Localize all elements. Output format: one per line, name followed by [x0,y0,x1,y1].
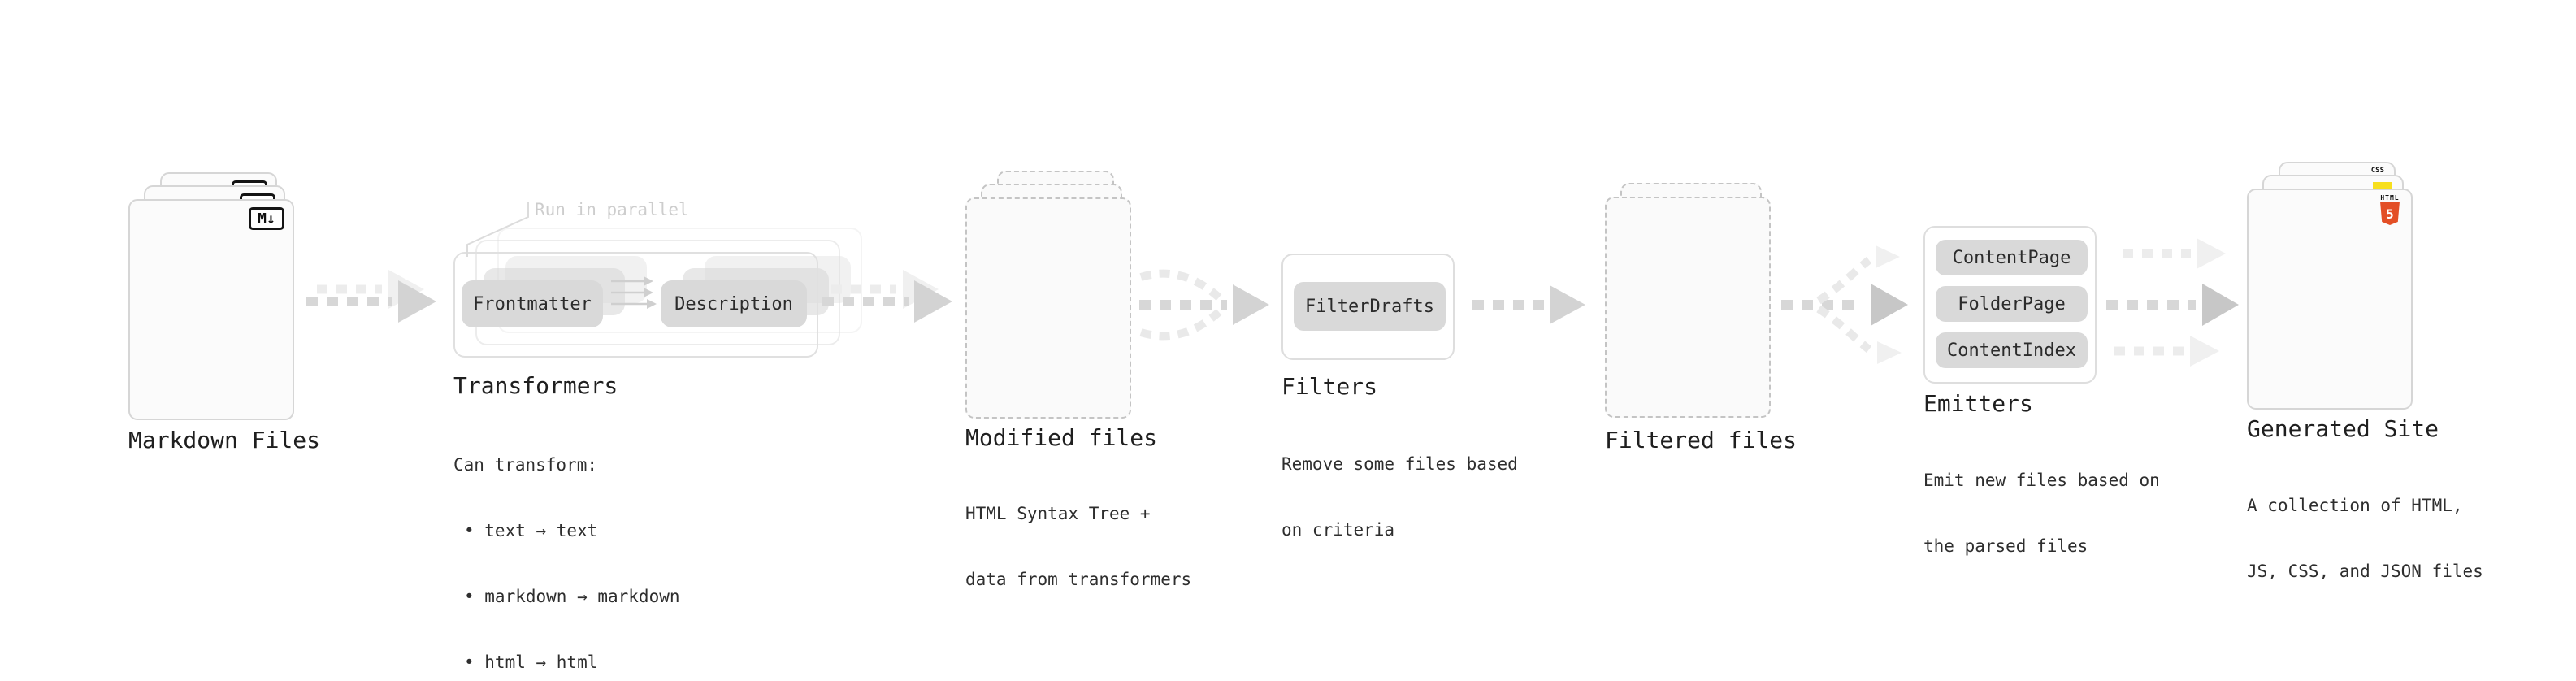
transformers-group: Frontmatter Description [453,228,868,366]
subtitle-line: the parsed files [1923,536,2088,556]
generated-site-stack: CSS HTML 5 [2247,162,2413,410]
transformer-pill-frontmatter: Frontmatter [462,280,603,327]
stage-subtitle-transformers: Can transform: • text → text • markdown … [453,410,680,681]
subtitle-line: Can transform: [453,455,598,475]
modified-file-stack [965,171,1131,419]
arrow-modified-to-filters [1139,269,1269,340]
transformer-pill-description: Description [661,280,807,327]
file-card: HTML 5 [2247,189,2413,410]
filtered-file-stack [1605,183,1771,418]
subtitle-line: • text → text [464,521,598,540]
html5-icon-title: HTML [2380,194,2400,202]
stage-title-emitters: Emitters [1923,390,2033,417]
svg-text:5: 5 [2386,206,2394,222]
arrow-filters-to-filtered [1472,285,1585,324]
filter-pill-filterdrafts: FilterDrafts [1294,282,1446,331]
emitter-pill-folderpage: FolderPage [1936,286,2088,322]
subtitle-line: Emit new files based on [1923,471,2160,490]
stage-title-generated-site: Generated Site [2247,415,2439,442]
subtitle-line: Remove some files based [1281,454,1518,474]
transformer-box [453,252,818,358]
arrow-emitters-to-site [2106,238,2239,367]
stage-title-filters: Filters [1281,373,1378,400]
arrow-filtered-to-emitters [1781,245,1908,364]
stage-title-filtered-files: Filtered files [1605,427,1798,453]
markdown-icon: M↓ [249,207,284,230]
subtitle-line: • html → html [464,653,598,672]
stage-subtitle-generated-site: A collection of HTML, JS, CSS, and JSON … [2247,451,2483,627]
file-card [965,197,1131,419]
stage-subtitle-modified-files: HTML Syntax Tree + data from transformer… [965,459,1191,635]
emitter-pill-contentindex: ContentIndex [1936,332,2088,368]
stage-title-markdown-files: Markdown Files [128,427,321,453]
filters-box: FilterDrafts [1281,254,1455,360]
subtitle-line: JS, CSS, and JSON files [2247,562,2483,581]
stage-subtitle-filters: Remove some files based on criteria [1281,410,1518,585]
emitter-pill-contentpage: ContentPage [1936,240,2088,275]
subtitle-line: HTML Syntax Tree + [965,504,1151,523]
emitters-box: ContentPage FolderPage ContentIndex [1923,226,2097,384]
arrow-markdown-to-transformers [306,270,436,323]
file-card: M↓ [128,199,294,420]
html5-icon: HTML 5 [2379,194,2401,229]
run-in-parallel-callout: Run in parallel [535,200,689,219]
subtitle-line: • markdown → markdown [464,587,680,606]
transformer-layer-front: Frontmatter Description [453,252,818,358]
subtitle-line: on criteria [1281,520,1395,540]
subtitle-line: A collection of HTML, [2247,496,2463,515]
file-card [1605,197,1771,418]
stage-title-transformers: Transformers [453,372,618,399]
markdown-file-stack: M↓ M↓ M↓ [128,172,294,420]
html5-shield: 5 [2380,202,2400,225]
subtitle-line: data from transformers [965,570,1192,589]
stage-subtitle-emitters: Emit new files based on the parsed files [1923,426,2160,601]
stage-title-modified-files: Modified files [965,424,1158,451]
